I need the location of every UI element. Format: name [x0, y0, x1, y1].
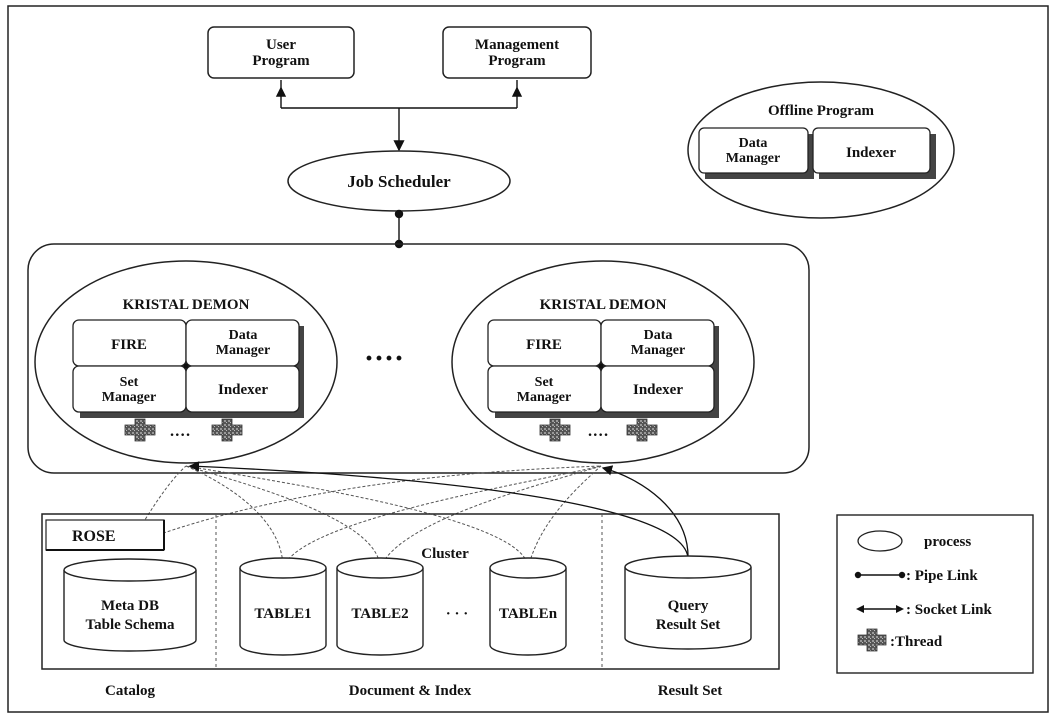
meta-db-line1: Meta DB	[101, 598, 159, 614]
job-scheduler-label: Job Scheduler	[347, 172, 451, 191]
offline-program-process: Offline Program Data Manager Indexer	[687, 81, 955, 219]
thread-icon	[124, 418, 156, 442]
outer-frame	[7, 5, 1049, 713]
demon-2-data-manager-line2: Manager	[631, 343, 685, 358]
demon-2-data-manager-line1: Data	[644, 328, 673, 343]
demon-1-data-manager-line2: Manager	[216, 343, 270, 358]
management-program-line1: Management	[475, 37, 559, 53]
legend-process-label: process	[924, 534, 971, 550]
legend: process : Pipe Link : Socket Link :Threa…	[836, 514, 1034, 674]
table2-label: TABLE2	[351, 606, 408, 622]
user-program-line2: Program	[252, 53, 310, 69]
user-program-box: User Program	[207, 26, 355, 79]
job-scheduler-process: Job Scheduler	[287, 150, 511, 212]
document-index-section-label: Document & Index	[349, 683, 472, 699]
demon-1-fire-label: FIRE	[111, 337, 147, 353]
demon-2-set-manager-line1: Set	[535, 375, 554, 390]
offline-data-manager-line2: Manager	[726, 151, 780, 166]
legend-thread-label: :Thread	[890, 634, 943, 650]
thread-icon	[857, 628, 887, 652]
query-result-cylinder: Query Result Set	[624, 555, 752, 650]
management-program-line2: Program	[488, 53, 546, 69]
result-set-section-label: Result Set	[658, 683, 723, 699]
meta-db-cylinder: Meta DB Table Schema	[63, 558, 197, 652]
query-result-line2: Result Set	[656, 617, 721, 633]
user-program-line1: User	[266, 37, 296, 53]
offline-indexer-label: Indexer	[846, 145, 896, 161]
demon-1-set-manager-line2: Manager	[102, 390, 156, 405]
program-connectors	[275, 80, 523, 152]
demon-1-indexer-label: Indexer	[218, 382, 268, 398]
tablen-label: TABLEn	[499, 606, 558, 622]
socket-links	[129, 465, 602, 569]
offline-data-manager-line1: Data	[739, 136, 768, 151]
table1-label: TABLE1	[254, 606, 311, 622]
thread-icon	[539, 418, 571, 442]
demon-2-thread-dots: ····	[587, 427, 608, 444]
catalog-section-label: Catalog	[105, 683, 155, 699]
demon-2-indexer-label: Indexer	[633, 382, 683, 398]
demon-cluster-container	[27, 243, 810, 474]
meta-db-line2: Table Schema	[85, 617, 175, 633]
storage-area	[41, 513, 780, 670]
management-program-box: Management Program	[442, 26, 592, 79]
scheduler-pipe-link	[394, 209, 404, 249]
demon-2-fire-label: FIRE	[526, 337, 562, 353]
table1-cylinder: TABLE1	[239, 557, 327, 656]
tables-ellipsis: · · ·	[446, 606, 469, 622]
demon-2-set-manager-line2: Manager	[517, 390, 571, 405]
legend-socket-label: : Socket Link	[906, 602, 993, 618]
thread-icon	[626, 418, 658, 442]
cluster-label: Cluster	[421, 546, 469, 562]
rose-label: ROSE	[72, 528, 116, 545]
offline-program-title: Offline Program	[768, 103, 874, 119]
demon-ellipsis: ····	[364, 342, 404, 375]
table2-cylinder: TABLE2	[336, 557, 424, 656]
demon-1-title: KRISTAL DEMON	[123, 297, 250, 313]
kristal-demon-1: KRISTAL DEMON FIRE Data Manager Set Mana…	[34, 260, 338, 464]
result-socket-links	[188, 461, 689, 561]
demon-1-data-manager-line1: Data	[229, 328, 258, 343]
demon-1-thread-dots: ····	[169, 427, 190, 444]
query-result-line1: Query	[668, 598, 709, 614]
demon-1-set-manager-line1: Set	[120, 375, 139, 390]
demon-2-title: KRISTAL DEMON	[540, 297, 667, 313]
kristal-demon-2: KRISTAL DEMON FIRE Data Manager Set Mana…	[451, 260, 755, 464]
rose-box: ROSE	[45, 519, 165, 551]
legend-process-symbol	[857, 530, 903, 552]
legend-pipe-label: : Pipe Link	[906, 568, 978, 584]
tablen-cylinder: TABLEn	[489, 557, 567, 656]
thread-icon	[211, 418, 243, 442]
